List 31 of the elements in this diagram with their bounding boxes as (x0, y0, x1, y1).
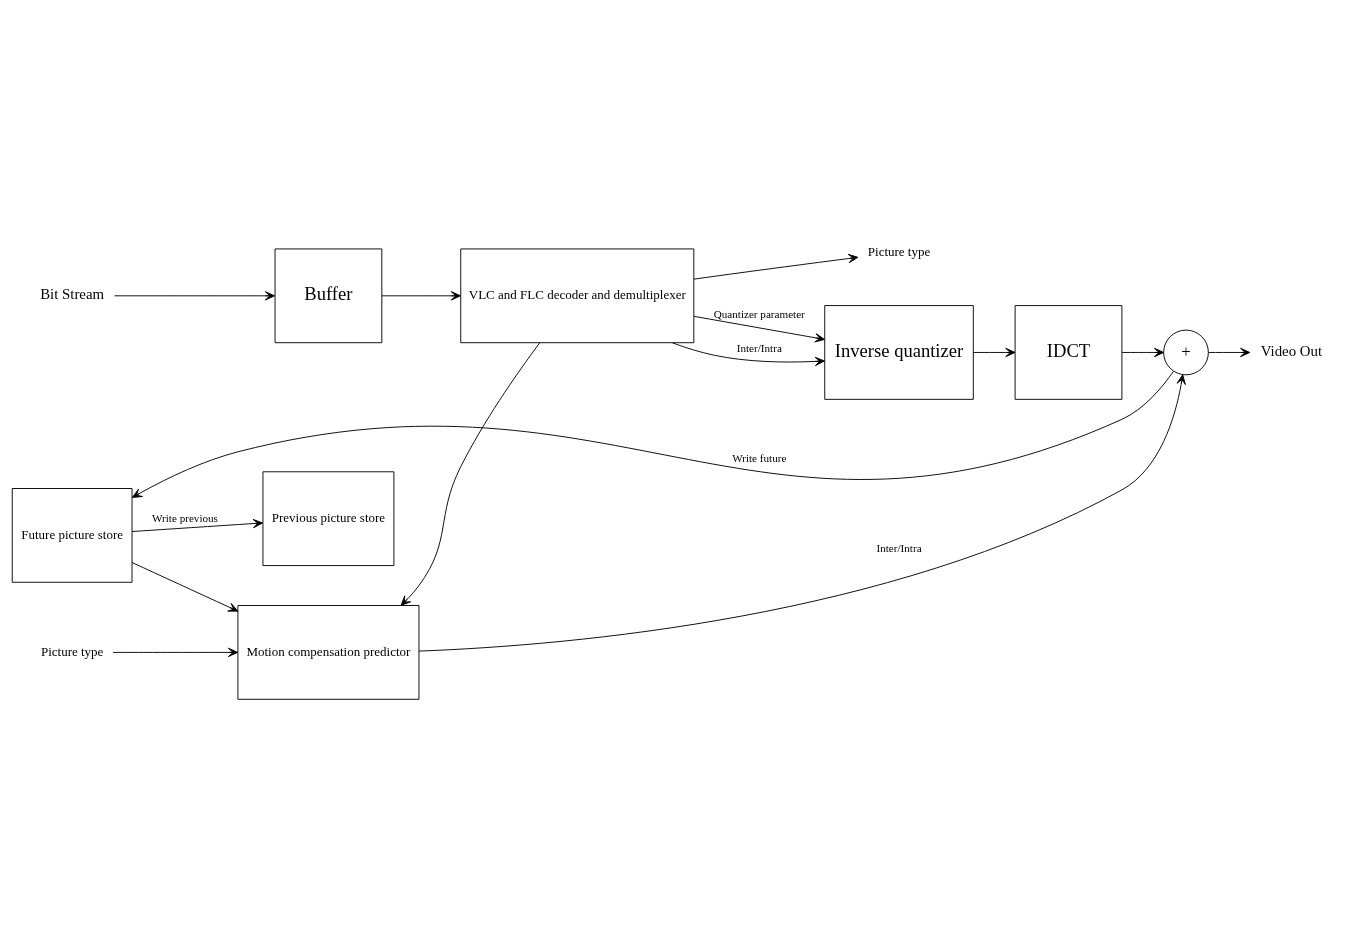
node-box: Future picture store (11, 488, 133, 583)
arrow (693, 253, 859, 280)
node-box: Motion compensation predictor (237, 605, 420, 700)
arrow (131, 370, 1174, 498)
arrow (400, 342, 541, 606)
arrow (671, 342, 825, 367)
node-text: Picture type (40, 643, 104, 659)
node-text: Video Out (1260, 342, 1323, 359)
node-circle: + (1163, 329, 1209, 376)
arrow (418, 374, 1186, 652)
node-box: Inverse quantizer (824, 305, 974, 400)
edge-label: Inter/Intra (876, 541, 922, 554)
node-text: Bit Stream (40, 286, 105, 303)
edge-label: Write future (732, 451, 787, 464)
arrow (693, 315, 826, 343)
edge-label: Quantizer parameter (713, 307, 805, 320)
arrow (112, 647, 239, 658)
arrow (381, 291, 461, 301)
node-box: Buffer (274, 248, 383, 344)
arrow (131, 562, 239, 612)
edge-label: Write previous (151, 512, 218, 525)
arrow (1121, 347, 1165, 358)
edge-label: Inter/Intra (736, 342, 782, 355)
node-box: IDCT (1014, 305, 1123, 400)
node-box: Previous picture store (262, 471, 395, 567)
arrow (1207, 347, 1251, 358)
arrow (973, 347, 1016, 358)
node-box: VLC and FLC decoder and demultiplexer (460, 248, 695, 344)
arrow (131, 518, 263, 532)
node-text: Picture type (867, 243, 931, 259)
arrow (114, 291, 276, 301)
